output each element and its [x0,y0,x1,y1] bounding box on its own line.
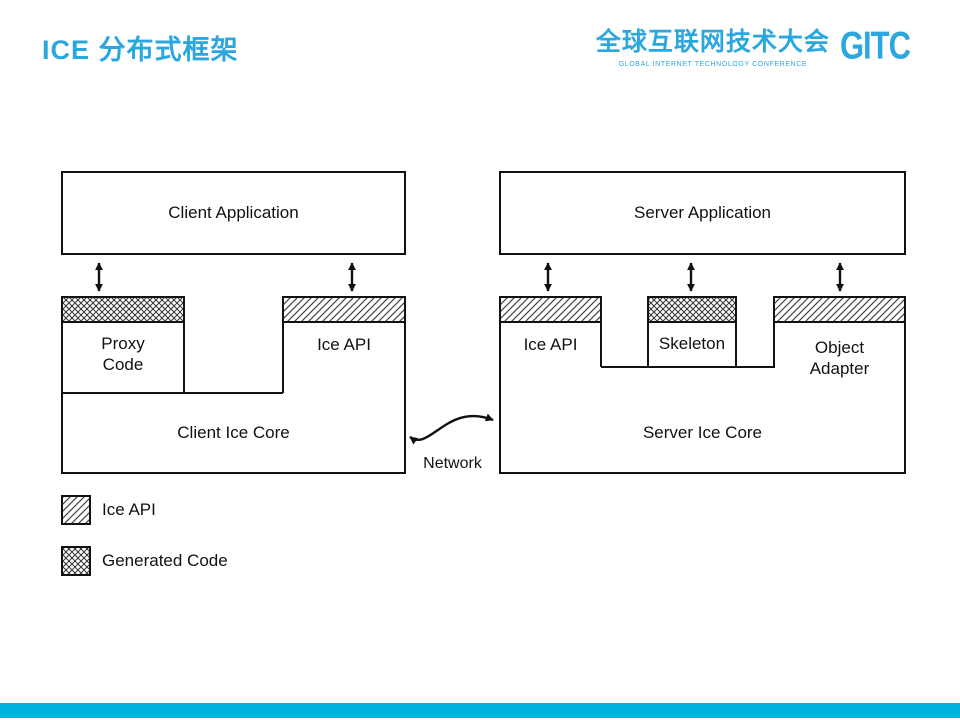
object-adapter-label: Object Adapter [809,337,870,378]
skeleton-hatch-strip [647,296,737,323]
server-ice-api-hatch-strip [499,296,602,323]
gitc-logo-icon: GITC [839,23,911,67]
client-ice-api-label: Ice API [317,335,371,355]
page-title: ICE 分布式框架 [42,35,239,65]
server-application-label: Server Application [633,203,772,223]
legend-ice-api-swatch [61,495,91,525]
conference-tagline: GLOBAL INTERNET TECHNOLOGY CONFERENCE [618,61,808,68]
legend-ice-api-label: Ice API [102,500,156,520]
client-arrows [95,262,356,292]
network-label: Network [423,455,482,472]
network-arrow [409,413,494,445]
client-ice-core-label: Client Ice Core [177,423,290,443]
client-application-box [61,171,406,255]
object-adapter-hatch-strip [773,296,906,323]
conference-logo-text: 全球互联网技术大会 GLOBAL INTERNET TECHNOLOGY CON… [596,22,830,68]
client-ice-api-hatch-strip [282,296,406,323]
footer-bar [0,703,960,718]
conference-logo: 全球互联网技术大会 GLOBAL INTERNET TECHNOLOGY CON… [596,22,911,68]
legend-generated-code-label: Generated Code [102,551,228,571]
client-ice-core-box [61,392,406,474]
server-application-box [499,171,906,255]
server-arrows [544,262,844,292]
skeleton-label: Skeleton [658,334,726,354]
client-application-label: Client Application [168,203,299,223]
server-ice-api-label: Ice API [523,335,578,355]
conference-name: 全球互联网技术大会 [595,28,830,56]
server-ice-core-label: Server Ice Core [642,423,763,443]
proxy-code-hatch-strip [61,296,185,323]
legend-generated-code-swatch [61,546,91,576]
proxy-code-label: Proxy Code [101,333,145,374]
